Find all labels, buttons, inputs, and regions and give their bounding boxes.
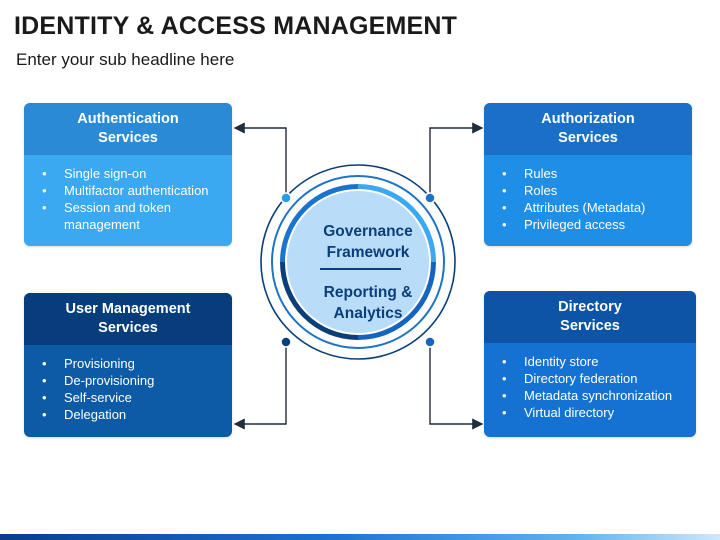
list-item: Self-service — [42, 389, 224, 406]
list-item-continuation: management — [64, 217, 140, 232]
list-item: De-provisioning — [42, 372, 224, 389]
card-list: Single sign-on Multifactor authenticatio… — [24, 155, 232, 233]
list-item: Rules — [502, 165, 684, 182]
list-item: Multifactor authentication — [42, 182, 224, 199]
connector-dot-top-right — [424, 192, 436, 204]
reporting-line2: Analytics — [333, 305, 403, 322]
page-title: IDENTITY & ACCESS MANAGEMENT — [14, 12, 458, 40]
list-item: Directory federation — [502, 370, 688, 387]
reporting-line1: Reporting & — [323, 284, 413, 301]
governance-line1: Governance — [323, 223, 413, 240]
list-item: Attributes (Metadata) — [502, 199, 684, 216]
connector-authorization — [429, 122, 484, 198]
connector-dot-bottom-left — [280, 336, 292, 348]
outer-ring — [260, 164, 456, 360]
connector-authentication — [233, 122, 287, 198]
connector-directory — [429, 342, 484, 430]
list-item: Virtual directory — [502, 404, 688, 421]
connector-dot-top-left — [280, 192, 292, 204]
page-subtitle: Enter your sub headline here — [16, 50, 235, 69]
list-item: Delegation — [42, 406, 224, 423]
list-item: Identity store — [502, 353, 688, 370]
middle-ring — [271, 175, 445, 349]
center-labels: Governance Framework Reporting & Analyti… — [288, 183, 448, 343]
connector-dot-bottom-right — [424, 336, 436, 348]
governance-framework-label: Governance Framework — [288, 221, 448, 263]
list-item: Privileged access — [502, 216, 684, 233]
list-item: Provisioning — [42, 355, 224, 372]
reporting-analytics-label: Reporting & Analytics — [288, 282, 448, 324]
card-list: Provisioning De-provisioning Self-servic… — [24, 345, 232, 423]
footer-accent-bar — [0, 534, 720, 540]
list-item: Single sign-on — [42, 165, 224, 182]
center-divider — [320, 268, 401, 270]
list-item: Roles — [502, 182, 684, 199]
governance-line2: Framework — [326, 244, 410, 261]
card-list: Identity store Directory federation Meta… — [484, 343, 696, 421]
list-item: Metadata synchronization — [502, 387, 688, 404]
connector-user-management — [233, 342, 287, 430]
center-circle — [285, 189, 431, 335]
list-item: Session and token — [42, 199, 224, 216]
card-list: Rules Roles Attributes (Metadata) Privil… — [484, 155, 692, 233]
